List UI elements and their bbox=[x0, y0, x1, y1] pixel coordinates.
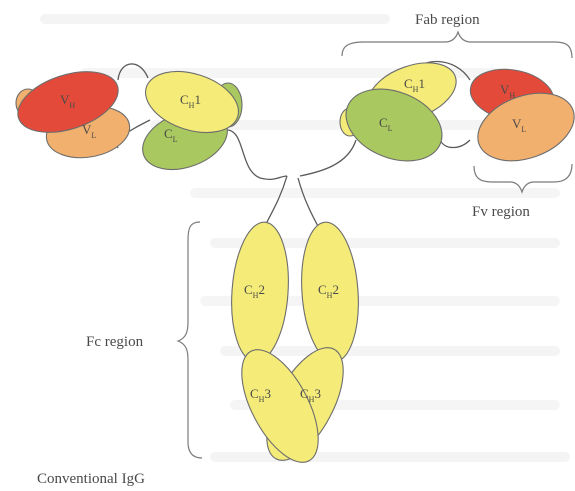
fv-region-label: Fv region bbox=[472, 204, 530, 220]
fab-region-label: Fab region bbox=[415, 12, 480, 28]
fc-region-label: Fc region bbox=[86, 334, 144, 350]
diagram-caption: Conventional IgG bbox=[37, 471, 145, 487]
